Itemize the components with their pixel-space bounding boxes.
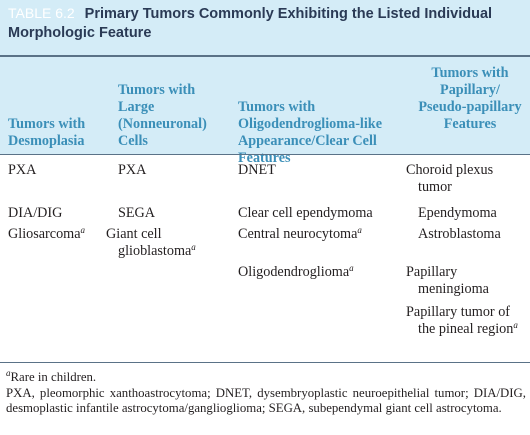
footnote-rare: aRare in children.	[6, 368, 97, 385]
cell-desmoplasia-1: PXA	[8, 162, 37, 178]
cell-papillary-4: Papillary meningioma	[406, 264, 489, 297]
bottom-rule	[0, 362, 530, 363]
cell-papillary-2: Ependymoma	[418, 205, 497, 221]
footnote-abbreviations: PXA, pleomorphic xanthoastrocytoma; DNET…	[6, 386, 526, 415]
top-rule	[0, 55, 530, 57]
cell-desmoplasia-2: DIA/DIG	[8, 205, 63, 221]
cell-papillary-5: Papillary tumor of the pineal regiona	[406, 304, 518, 337]
cell-clear-cell-1: DNET	[238, 162, 276, 178]
cell-large-cells-3: Giant cell glioblastomaa	[106, 226, 196, 259]
footnote-marker: a	[513, 320, 518, 330]
cell-papillary-3: Astroblastoma	[418, 226, 501, 242]
footnote-marker: a	[349, 263, 354, 273]
header-rule	[0, 154, 530, 155]
footnote-marker: a	[357, 225, 362, 235]
column-header-clear-cell: Tumors with Oligodendroglioma-like Appea…	[238, 99, 382, 166]
cell-desmoplasia-3: Gliosarcomaa	[8, 225, 86, 243]
column-header-band	[0, 57, 530, 154]
column-header-desmoplasia: Tumors with Desmoplasia	[8, 116, 86, 149]
cell-large-cells-2: SEGA	[118, 205, 156, 221]
footnote-marker: a	[6, 368, 11, 378]
cell-papillary-1: Choroid plexus tumor	[406, 162, 494, 195]
footnote-marker: a	[191, 242, 196, 252]
footnote-marker: a	[80, 225, 86, 235]
cell-clear-cell-4: Oligodendrogliomaa	[238, 263, 354, 281]
cell-clear-cell-2: Clear cell ependymoma	[238, 205, 373, 221]
cell-large-cells-1: PXA	[118, 162, 147, 178]
column-header-large-cells: Tumors with Large (Nonneuronal) Cells	[118, 82, 207, 149]
table-title-text: Primary Tumors Commonly Exhibiting the L…	[8, 6, 493, 41]
column-header-papillary: Tumors with Papillary/ Pseudo-papillary …	[418, 65, 522, 132]
table-number: TABLE 6.2	[8, 5, 75, 21]
cell-clear-cell-3: Central neurocytomaa	[238, 225, 362, 243]
